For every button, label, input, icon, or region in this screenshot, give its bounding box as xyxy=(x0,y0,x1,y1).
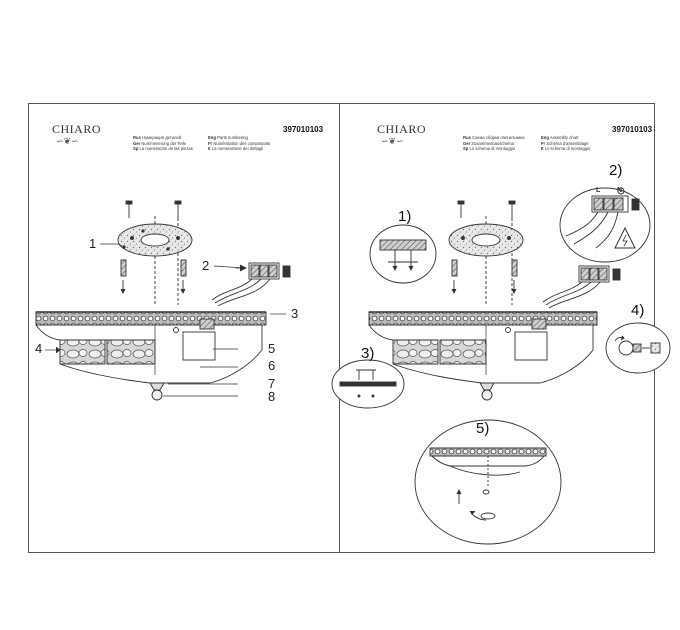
left-mounting-plate xyxy=(117,223,193,257)
part-number-7: 7 xyxy=(268,376,276,391)
left-brand-ornament: ∽❦∽ xyxy=(56,136,79,146)
right-wall-anchors xyxy=(451,259,518,295)
detail-bulb xyxy=(605,322,671,374)
right-fixture-body xyxy=(368,311,598,401)
legend-lang: Sp xyxy=(463,146,469,152)
legend-text: Assembly chart xyxy=(549,135,579,140)
left-article-code: 397010103 xyxy=(283,125,324,134)
right-article-code: 397010103 xyxy=(612,125,653,134)
legend-text: Schéma d'assemblage xyxy=(546,140,589,146)
left-terminal-block xyxy=(211,262,291,307)
detail-ceiling-anchor xyxy=(369,224,437,284)
legend-lang: Fr xyxy=(541,140,546,146)
legend-text: Numérotation des composants xyxy=(213,140,271,146)
legend-text: Lo schema di montaggio xyxy=(469,146,516,152)
legend-text: La numeración de las piezas xyxy=(139,146,193,152)
legend-lang: Ger xyxy=(133,140,141,146)
detail-crossbar xyxy=(331,359,405,409)
detail-shade-assembly xyxy=(414,419,562,545)
step-label-4: 4) xyxy=(631,302,645,319)
left-fixture-drawing xyxy=(35,200,291,401)
legend-lang: Rus xyxy=(133,135,141,140)
legend-text: Parts numbering xyxy=(217,135,248,140)
legend-lang: Eng xyxy=(208,135,216,140)
left-wall-anchors xyxy=(120,259,187,295)
step-label-1: 1) xyxy=(398,208,412,225)
legend-lang: Rus xyxy=(463,135,471,140)
part-number-5: 5 xyxy=(268,341,276,356)
right-brand-ornament: ∽❦∽ xyxy=(381,136,404,146)
legend-lang: Ger xyxy=(463,140,471,146)
detail-wiring-terminal xyxy=(559,187,651,263)
legend-text: La numerazione dei dettagli xyxy=(211,146,264,152)
legend-text: Нумерация деталей xyxy=(142,135,182,140)
right-mounting-plate xyxy=(448,223,524,257)
legend-text: Схема сборки светильника xyxy=(472,135,525,140)
step-label-5: 5) xyxy=(476,420,490,437)
step-label-3: 3) xyxy=(361,345,375,362)
legend-text: Zusammenbauschema xyxy=(471,140,514,146)
part-number-2: 2 xyxy=(202,258,210,273)
right-legend-col1: Rus Схема сборки светильника Ger Zusamme… xyxy=(463,135,525,152)
part-number-6: 6 xyxy=(268,358,276,373)
left-leader-lines xyxy=(45,243,286,397)
legend-lang: It xyxy=(541,146,544,152)
right-fixture-drawing xyxy=(331,187,671,545)
terminal-label-l: L xyxy=(596,187,601,194)
legend-lang: Eng xyxy=(541,135,549,140)
right-top-screws xyxy=(457,200,516,218)
part-number-3: 3 xyxy=(291,306,299,321)
terminal-label-n: N xyxy=(617,187,623,194)
left-legend-col2: Eng Parts numbering Fr Numérotation des … xyxy=(208,135,270,152)
right-legend-col2: Eng Assembly chart Fr Schéma d'assemblag… xyxy=(541,135,590,152)
sheet-divider xyxy=(339,103,340,553)
part-number-8: 8 xyxy=(268,389,276,404)
legend-lang: It xyxy=(208,146,211,152)
part-number-4: 4 xyxy=(35,341,43,356)
step-label-2: 2) xyxy=(609,162,623,179)
left-brand-logo: CHIARO xyxy=(52,122,102,136)
right-brand-logo: CHIARO xyxy=(377,122,427,136)
left-top-screws xyxy=(125,200,182,218)
left-fixture-body xyxy=(35,311,267,401)
right-terminal-block xyxy=(542,265,621,309)
legend-text: Nummerierung der Teile xyxy=(141,140,186,146)
part-number-1: 1 xyxy=(89,236,97,251)
legend-lang: Fr xyxy=(208,140,213,146)
legend-lang: Sp xyxy=(133,146,139,152)
left-legend-col1: Rus Нумерация деталей Ger Nummerierung d… xyxy=(133,135,193,152)
legend-text: Lo schema di montaggio xyxy=(544,146,591,152)
